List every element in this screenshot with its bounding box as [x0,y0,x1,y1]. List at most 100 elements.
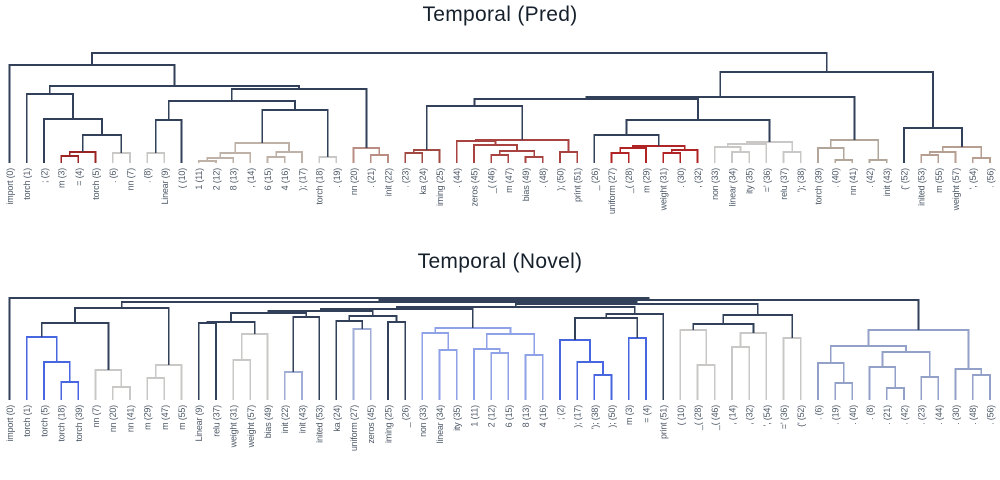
leaf-label: _ (26) [401,405,411,429]
dendrogram-link [43,361,71,400]
leaf-label: nn (7) [125,168,135,191]
leaf-label: . (23) [917,405,927,425]
leaf-label: m (3) [624,405,634,425]
leaf-label: torch (5) [91,168,101,200]
dendrogram-link [885,387,905,400]
dendrogram-link [473,98,699,120]
dendrogram-link [60,381,80,400]
leaf-label: import (0) [5,405,15,442]
dendrogram-link [283,371,303,400]
leaf-label: _( (28) [693,405,703,431]
dendrogram-link [425,105,524,150]
leaf-label: ); (50) [555,168,565,191]
dendrogram-link [8,297,650,400]
leaf-label: . (40) [848,405,858,425]
dendrogram-link [490,154,510,163]
dendrogram-link [731,151,750,163]
leaf-label: . (6) [108,168,118,183]
dendrogram-link [230,88,368,148]
dendrogram-link [490,352,510,400]
leaf-label: torch (1) [22,405,32,437]
leaf-label: inited (53) [315,405,325,443]
leaf-label: inited (53) [917,168,927,206]
leaf-label: . (21) [882,405,892,425]
dendrogram-link [261,109,329,157]
leaf-label: . (6) [813,405,823,420]
leaf-label: uniform (27) [607,168,617,214]
leaf-label: nn (20) [349,168,359,195]
leaf-label: ( (10) [177,168,187,189]
dendrogram-link [146,152,166,163]
leaf-label: nn (41) [848,168,858,195]
dendrogram-link [352,328,372,400]
leaf-label: bias (49) [263,405,273,438]
dendrogram-link [412,149,441,163]
dendrogram-link [8,64,176,163]
dendrogram-link [369,154,389,163]
leaf-label: . (48) [968,405,978,425]
leaf-label: Linear (9) [194,405,204,442]
leaf-label: . (44) [934,405,944,425]
leaf-label: . (42) [899,405,909,425]
leaf-label: m (55) [177,405,187,430]
leaf-label: 4 (16) [538,405,548,428]
leaf-label: _ (26) [590,168,600,192]
leaf-label: ; (2) [39,168,49,183]
dendrogram-link [154,364,183,400]
dendrogram-link [240,333,269,400]
leaf-label: torch (5) [39,405,49,437]
leaf-label: weight (31) [229,405,239,449]
leaf-label: , (32) [693,168,703,188]
leaf-label: ka (24) [418,168,428,195]
leaf-label: ); (17) [297,168,307,191]
pred-chart-title: Temporal (Pred) [422,3,578,26]
dendrogram-link [662,152,682,163]
dendrogram-link [692,323,755,333]
leaf-label: iming (25) [435,168,445,206]
dendrogram-link [605,313,664,400]
leaf-label: , (14) [246,168,256,188]
leaf-label: , (14) [727,405,737,425]
dendrogram-link [782,151,802,163]
leaf-label: 1 (11) [194,168,204,190]
leaf-label: 4 (16) [280,168,290,191]
dendrogram-link [559,151,578,163]
leaf-label: init (22) [383,168,393,196]
leaf-label: m (47) [160,405,170,430]
leaf-label: m (29) [641,168,651,193]
dendrogram-link [920,154,940,163]
leaf-label: =' (36) [762,168,772,192]
dendrogram-link [266,156,286,163]
leaf-label: 8 (13) [229,168,239,191]
leaf-label: torch (1) [22,168,32,200]
leaf-label: nn (20) [108,405,118,432]
leaf-label: . (44) [452,168,462,188]
dendrogram-link [438,349,458,400]
leaf-label: . (21) [366,168,376,188]
leaf-label: = (4) [74,168,84,186]
leaf-label: . (23) [401,168,411,188]
dendrogram-link [387,321,406,400]
dendrogram-link [610,152,630,163]
leaf-label: weight (57) [951,168,961,212]
leaf-label: 8 (13) [521,405,531,428]
dendrogram-link [524,354,544,400]
dendrogram-link [696,364,716,400]
leaf-label: . (8) [865,405,875,420]
dendrogram-link [817,362,845,400]
leaf-label: init (22) [280,405,290,433]
leaf-label: import (0) [5,168,15,205]
leaf-label: '); (38) [590,405,600,429]
dendrogram-link [559,339,591,400]
leaf-label: _( (46) [710,405,720,431]
leaf-label: ', (54) [968,168,978,190]
dendrogram-link [524,156,544,163]
leaf-label: print (51) [659,405,669,439]
dendrogram-link [576,361,604,400]
leaf-label: . (40) [831,168,841,188]
leaf-label: uniform (27) [349,405,359,451]
dendrogram-link [197,160,217,163]
leaf-label: non (33) [418,405,428,437]
leaf-label: torch (39) [74,405,84,442]
leaf-label: 2 (12) [211,168,221,191]
